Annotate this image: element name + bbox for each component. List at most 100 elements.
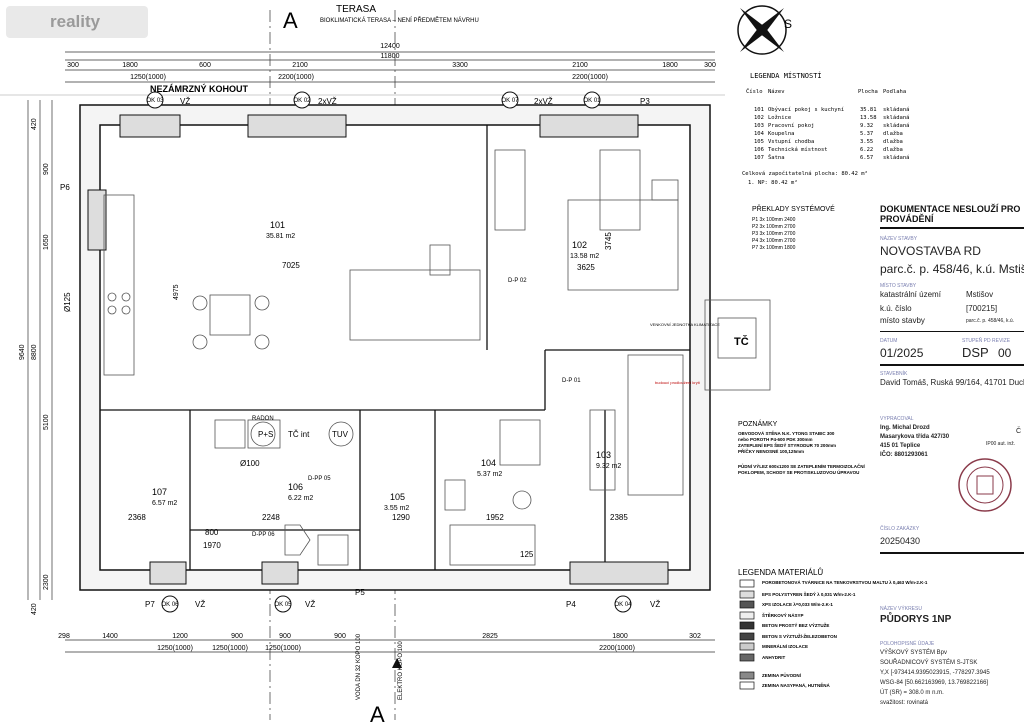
drawing-text: P3 3x 100mm 2700 — [752, 231, 796, 237]
drawing-text: Masarykova třída 427/30 — [880, 434, 950, 440]
drawing-text: 101 — [754, 107, 764, 113]
logo-text: reality — [50, 12, 101, 31]
drawing-text: 3625 — [577, 263, 595, 272]
drawing-text: Podlaha — [883, 89, 906, 95]
drawing-text: TČ int — [288, 430, 310, 439]
drawing-text: 1290 — [392, 513, 410, 522]
drawing-text: P+S — [258, 430, 273, 439]
investor-label: STAVEBNÍK — [880, 371, 908, 377]
drawing-text: Koupelna — [768, 131, 795, 137]
drawing-text: 4975 — [173, 284, 180, 300]
drawing-text: P5 — [355, 588, 365, 597]
drawing-text: 7025 — [282, 261, 300, 270]
drawing-text: ZEMINA PŮVODNÍ — [762, 671, 802, 678]
drawing-text: Vstupní chodba — [768, 138, 814, 145]
extension-note: budoucí prodloužení krytí — [655, 380, 701, 385]
drawing-text: OK 05 — [274, 602, 292, 608]
drawing-text: 8800 — [31, 344, 38, 360]
drawing-text: 1400 — [102, 633, 118, 640]
equipment-labels: P+S TČ int TUV TČ RADON Ø100 Ø125 — [63, 292, 749, 468]
drawing-text: 9.32 — [860, 123, 873, 129]
drawing-text: Pracovní pokoj — [768, 122, 814, 129]
drawing-text: 2xVŽ — [534, 97, 553, 106]
ac-unit-note: VENKOVNÍ JEDNOTKA KLIMATIZACE — [650, 322, 720, 327]
drawing-text: Y,X [-973414.9395023915, -778297.3945 — [880, 670, 990, 676]
stage: DSP — [962, 345, 989, 360]
svg-text:S: S — [784, 17, 792, 31]
drawing-text: TČ — [734, 335, 749, 348]
drawing-text: 2385 — [610, 513, 628, 522]
drawing-text: Ø125 — [63, 292, 72, 312]
drawing-text: Obývací pokoj s kuchyní — [768, 106, 844, 113]
drawing-text: LEGENDA MATERIÁLŮ — [738, 568, 823, 577]
drawing-text: 420 — [31, 603, 38, 615]
drawing-text: nebo POROTH P4-600 PDK 300mm — [738, 437, 813, 442]
drawing-text: ŠTĚRKOVÝ NÁSYP — [762, 611, 804, 618]
drawing-text: 3.55 — [860, 139, 873, 145]
drawing-text: 107 — [152, 487, 167, 497]
drawing-text: 5.37 m2 — [477, 471, 502, 478]
drawing-text: POZNÁMKY — [738, 419, 778, 428]
coords-label: POLOHOPISNÉ ÚDAJE — [880, 641, 935, 647]
drawing-text: OK 06 — [161, 602, 179, 608]
drawing-text: P1 3x 100mm 2400 — [752, 217, 796, 223]
drawing-text: EPS POLYSTYREN ŠEDÝ λ 0,031 W/m-2.K-1 — [762, 590, 856, 597]
drawing-text: 3.55 m2 — [384, 505, 409, 512]
drawing-text: 2200(1000) — [599, 645, 635, 652]
drawing-text: 2248 — [262, 513, 280, 522]
site: parc.č. p. 458/46, k.ú. — [966, 318, 1015, 324]
door-tags: D-PP 05 D-PP 06 D-P 02 D-P 01 — [252, 278, 581, 538]
drawing-text: 900 — [279, 633, 291, 640]
notes: POZNÁMKY OBVODOVÁ STĚNA N.K. YTONG STABI… — [738, 419, 865, 475]
drawing-label: NÁZEV VÝKRESU — [880, 606, 922, 612]
cadastre-label: katastrální území — [880, 290, 941, 299]
furniture — [103, 149, 771, 566]
drawing-text: SOUŘADNICOVÝ SYSTÉM S-JTSK — [880, 660, 978, 666]
drawing-text: 6.22 m2 — [288, 495, 313, 502]
drawing-text: 1250(1000) — [265, 645, 301, 652]
interior-walls — [100, 125, 690, 570]
drawing-text: 2200(1000) — [572, 74, 608, 81]
drawing-text: VŽ — [650, 600, 660, 609]
drawing-text: 35.81 m2 — [266, 233, 295, 240]
drawing-text: 800 — [205, 528, 219, 537]
drawing-text: Plocha — [858, 89, 878, 95]
drawing-text: 6.57 m2 — [152, 500, 177, 507]
drawing-text: OK 04 — [614, 602, 632, 608]
terrace-title: TERASA — [336, 4, 376, 15]
drawing-text: 900 — [231, 633, 243, 640]
drawing-text: 9640 — [19, 344, 26, 360]
drawing-text: 6.22 — [860, 147, 873, 153]
drawing-text: P3 — [640, 97, 650, 106]
dims-bottom: 298 1400 1200 900 900 900 2825 1800 302 … — [58, 633, 701, 652]
drawing-text: OK 01 — [583, 98, 601, 104]
drawing-text: 1800 — [612, 633, 628, 640]
cadastre: Mstišov — [966, 290, 994, 299]
stage-label: STUPEŇ PD — [962, 338, 991, 344]
drawing-text: 106 — [288, 482, 303, 492]
terrace-note: BIOKLIMATICKÁ TERASA – NENÍ PŘEDMĚTEM NÁ… — [320, 16, 479, 24]
exterior-walls — [79, 104, 711, 591]
drawing-text: 13.58 m2 — [570, 253, 599, 260]
drawing-text: 104 — [754, 131, 765, 137]
drawing-text: D-PP 05 — [308, 476, 331, 482]
drawing-text: 5.37 — [860, 131, 873, 137]
drawing-text: P2 3x 100mm 2700 — [752, 224, 796, 230]
drawing-text: OBVODOVÁ STĚNA N.K. YTONG STABIC 300 — [738, 429, 835, 436]
drawing-text: P6 — [60, 183, 70, 192]
drawing-text: OK 07 — [501, 98, 519, 104]
drawing-text: 2300 — [43, 574, 50, 590]
drawing-text: OK 03 — [146, 98, 164, 104]
drawing-text: POKLOPEM, SCHODY SE PROTISKLUZOVOU ÚPRAV… — [738, 469, 859, 475]
designer-auth: IP00 aut. inž. — [986, 441, 1016, 447]
drawing-text: 1800 — [662, 62, 678, 69]
drawing-text: ÚT (SR) = 308.0 m n.m. — [880, 690, 944, 696]
section-mark-bottom: A — [370, 702, 385, 727]
